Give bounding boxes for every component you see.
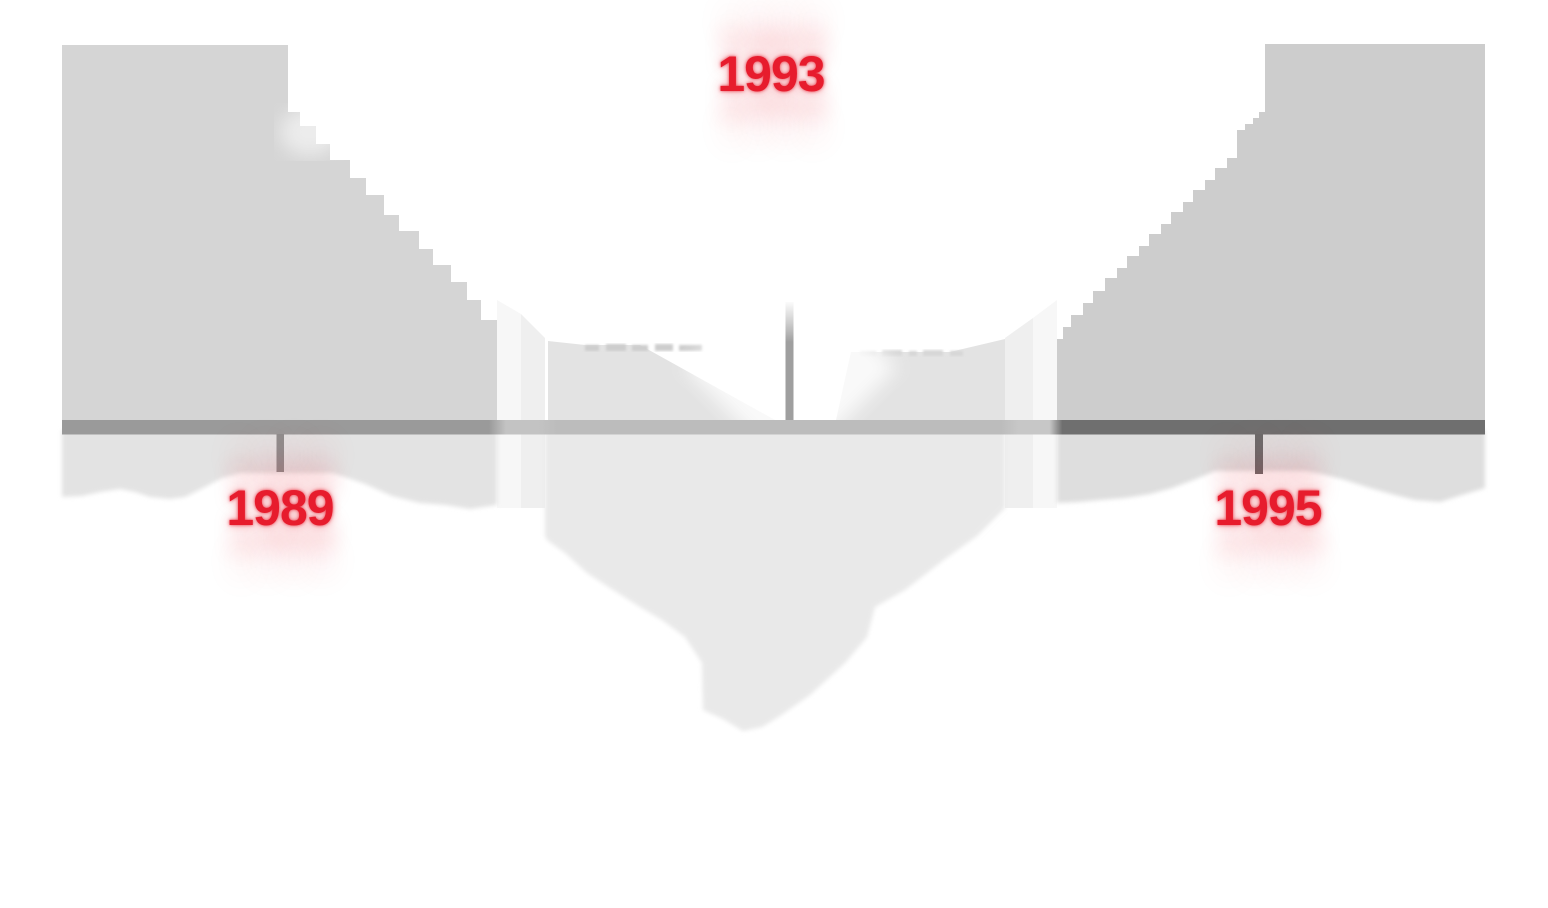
ghost-text-left	[585, 344, 702, 351]
tick-1995	[1255, 434, 1263, 474]
tick-1993	[785, 302, 794, 420]
upper-left-block	[62, 45, 497, 420]
year-label-1989: 1989	[226, 480, 334, 536]
year-label-1995: 1995	[1214, 480, 1322, 536]
lower-middle-funnel	[545, 430, 1005, 731]
year-label-1993: 1993	[717, 46, 825, 102]
upper-right-block	[1057, 44, 1485, 420]
seam-left	[497, 300, 545, 508]
tick-1989	[276, 434, 284, 472]
fog-wisp	[280, 108, 340, 156]
lower-right-strip	[1057, 430, 1485, 503]
seam-right	[1005, 300, 1057, 508]
timeline-bar	[62, 420, 1485, 435]
